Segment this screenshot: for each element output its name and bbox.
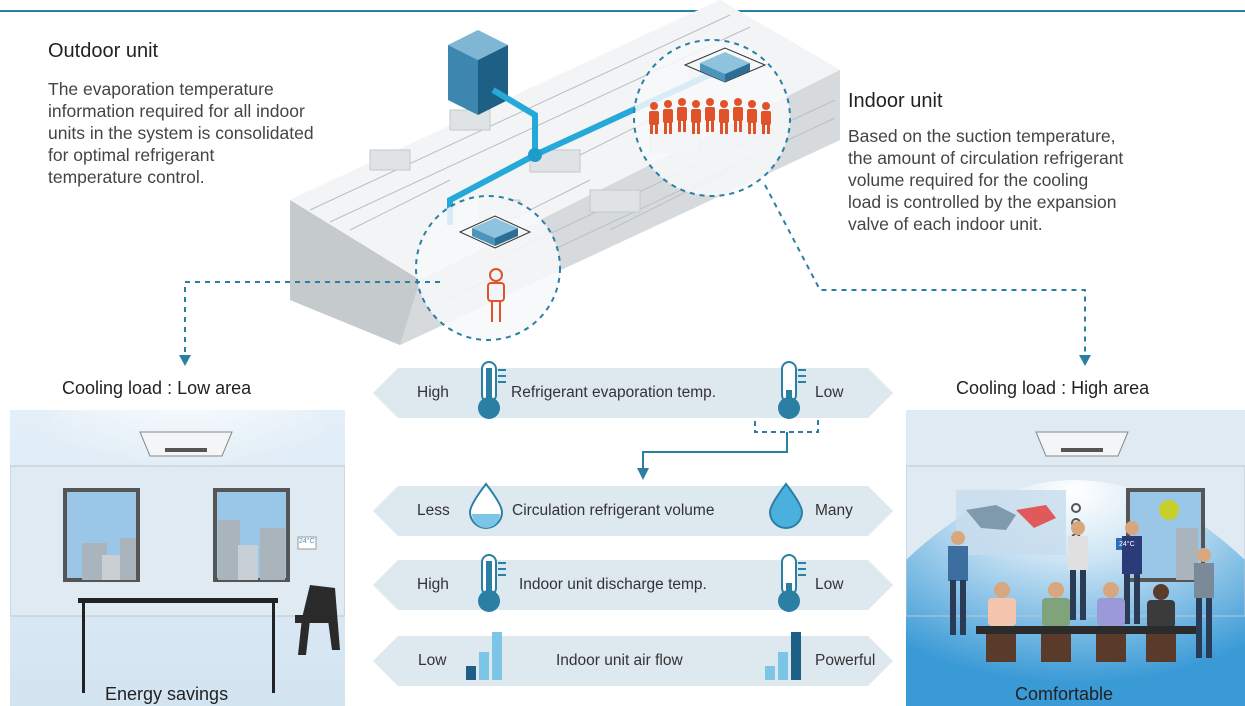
thermometer-low-icon bbox=[770, 553, 810, 615]
outdoor-unit-description: The evaporation temperature information … bbox=[48, 79, 314, 187]
droplet-many-icon bbox=[766, 480, 806, 530]
row3-left-label: High bbox=[417, 576, 449, 593]
low-area-title: Cooling load : Low area bbox=[62, 378, 252, 398]
row4-left-label: Low bbox=[418, 652, 447, 669]
low-area-display: 24°C bbox=[299, 538, 315, 545]
indoor-unit-description: Based on the suction temperature, the am… bbox=[848, 126, 1124, 234]
row-evaporation-temp bbox=[373, 368, 893, 418]
droplet-less-icon bbox=[466, 480, 506, 530]
building-illustration bbox=[250, 0, 840, 345]
outdoor-unit-title: Outdoor unit bbox=[48, 40, 159, 62]
high-area-title: Cooling load : High area bbox=[956, 378, 1150, 398]
energy-savings-caption: Energy savings bbox=[105, 684, 229, 704]
row4-center-label: Indoor unit air flow bbox=[556, 652, 683, 669]
top-rule bbox=[0, 10, 1245, 12]
airflow-powerful-bars-icon bbox=[764, 630, 806, 680]
row1-left-label: High bbox=[417, 384, 449, 401]
thermometer-high-icon bbox=[470, 360, 510, 422]
single-person-icon bbox=[487, 268, 505, 322]
row-discharge-temp bbox=[373, 560, 893, 610]
row-air-flow bbox=[373, 636, 893, 686]
airflow-low-bars-icon bbox=[465, 630, 507, 680]
row3-right-label: Low bbox=[815, 576, 844, 593]
outdoor-unit-icon bbox=[448, 30, 508, 115]
indoor-unit-title: Indoor unit bbox=[848, 90, 943, 112]
row2-left-label: Less bbox=[417, 502, 450, 519]
row2-right-label: Many bbox=[815, 502, 853, 519]
row1-center-label: Refrigerant evaporation temp. bbox=[511, 384, 717, 401]
row3-center-label: Indoor unit discharge temp. bbox=[519, 576, 707, 593]
row2-center-label: Circulation refrigerant volume bbox=[512, 502, 715, 519]
row4-right-label: Powerful bbox=[815, 652, 876, 669]
thermometer-low-icon bbox=[770, 360, 810, 422]
crowd-icon bbox=[649, 98, 771, 134]
thermometer-high-icon bbox=[470, 553, 510, 615]
row-refrigerant-volume bbox=[373, 486, 893, 536]
comfortable-caption: Comfortable bbox=[1015, 684, 1114, 704]
high-area-display: 24°C bbox=[1119, 541, 1135, 548]
indoor-unit-bottom-icon bbox=[458, 215, 532, 249]
high-area-room-panel bbox=[906, 410, 1245, 706]
row1-right-label: Low bbox=[815, 384, 844, 401]
low-area-room-panel bbox=[10, 410, 345, 706]
indoor-unit-top-icon bbox=[683, 47, 767, 83]
